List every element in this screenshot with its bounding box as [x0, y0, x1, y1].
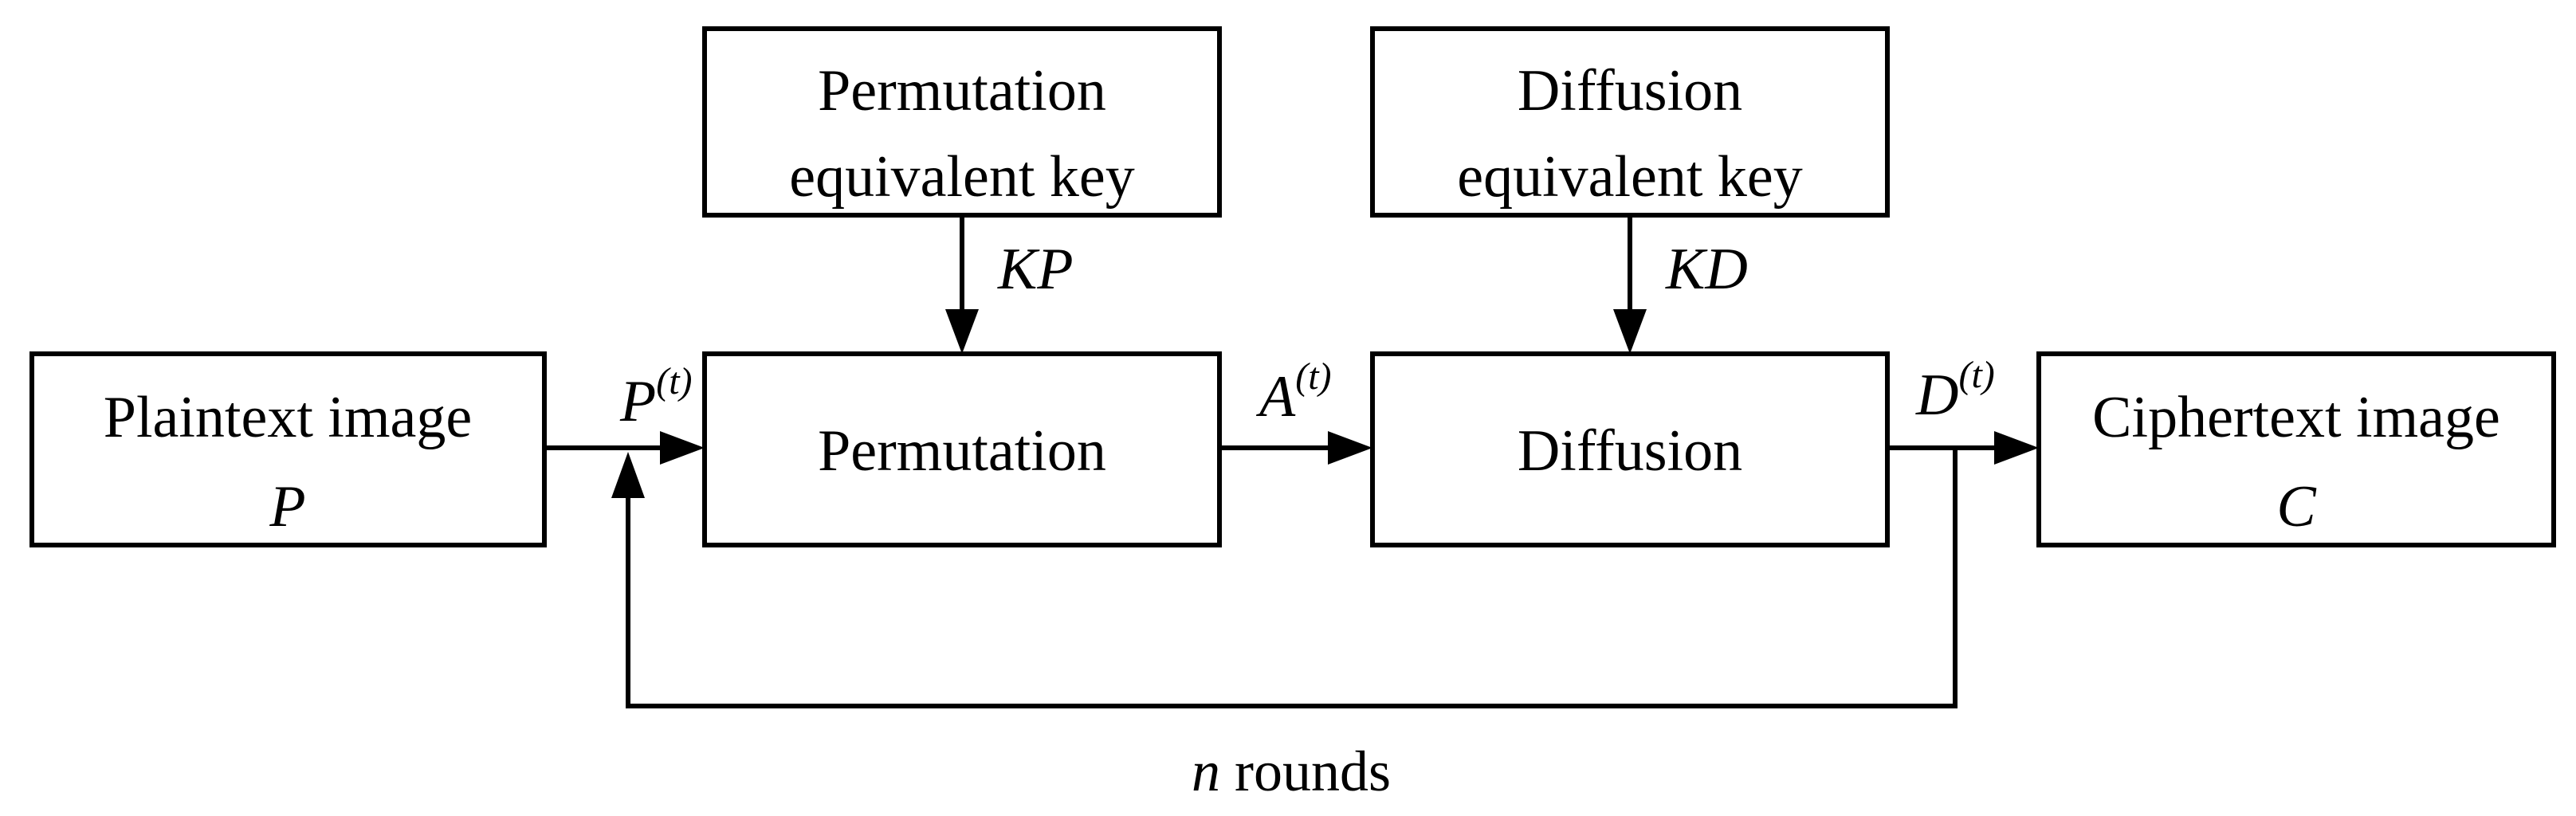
permutation-key-line2: equivalent key	[789, 144, 1135, 210]
rounds-label-word: rounds	[1235, 740, 1391, 803]
d-arrowhead-icon	[1994, 431, 2039, 465]
plaintext-image-symbol: P	[269, 474, 305, 539]
diffusion-key-line2: equivalent key	[1457, 144, 1803, 210]
diffusion-box-outline	[1370, 351, 1890, 547]
signal-p-superscript: (t)	[656, 360, 692, 402]
kd-key-arrow: KD	[1613, 215, 1748, 354]
a-arrowhead-icon	[1328, 431, 1372, 465]
kp-label: KP	[997, 237, 1074, 302]
diffusion-key-box-outline	[1370, 26, 1890, 218]
ciphertext-image-box-outline	[2036, 351, 2556, 547]
diffusion-key-line1: Diffusion	[1518, 58, 1742, 124]
signal-label-a: A(t)	[1255, 355, 1332, 430]
diffusion-box: Diffusion	[1370, 351, 1890, 547]
permutation-key-box-outline	[702, 26, 1222, 218]
kd-label: KD	[1665, 237, 1748, 302]
diffusion-box-label: Diffusion	[1518, 418, 1742, 484]
signal-d-superscript: (t)	[1958, 354, 1994, 396]
feedback-loop-line	[626, 448, 1958, 708]
kd-arrowhead-icon	[1613, 309, 1647, 354]
permutation-key-line1: Permutation	[818, 58, 1106, 124]
permutation-box-outline	[702, 351, 1222, 547]
kp-arrowhead-icon	[945, 309, 979, 354]
permutation-key-box: Permutation equivalent key	[702, 26, 1222, 218]
signal-label-p: P(t)	[619, 360, 693, 434]
permutation-box-label: Permutation	[818, 418, 1106, 484]
diffusion-key-box: Diffusion equivalent key	[1370, 26, 1890, 218]
signal-a-base: A	[1255, 364, 1296, 430]
permutation-box: Permutation	[702, 351, 1222, 547]
feedback-up-arrowhead-icon	[611, 452, 645, 498]
permutation-to-diffusion-arrow: A(t)	[1219, 355, 1372, 465]
signal-a-superscript: (t)	[1295, 355, 1331, 398]
signal-label-d: D(t)	[1915, 354, 1995, 428]
plaintext-to-permutation-arrow: P(t)	[544, 360, 705, 465]
ciphertext-image-line1: Ciphertext image	[2092, 385, 2500, 450]
feedback-loop	[611, 448, 1958, 708]
ciphertext-image-symbol: C	[2276, 474, 2317, 539]
signal-p-base: P	[619, 369, 656, 434]
signal-d-base: D	[1915, 363, 1958, 428]
plaintext-image-box: Plaintext image P	[29, 351, 547, 547]
plaintext-image-box-outline	[29, 351, 547, 547]
ciphertext-image-box: Ciphertext image C	[2036, 351, 2556, 547]
kp-key-arrow: KP	[945, 215, 1074, 354]
plaintext-image-line1: Plaintext image	[104, 385, 472, 450]
rounds-label-variable: n	[1192, 740, 1220, 803]
diffusion-to-ciphertext-arrow: D(t)	[1887, 354, 2039, 465]
p-arrowhead-icon	[660, 431, 705, 465]
